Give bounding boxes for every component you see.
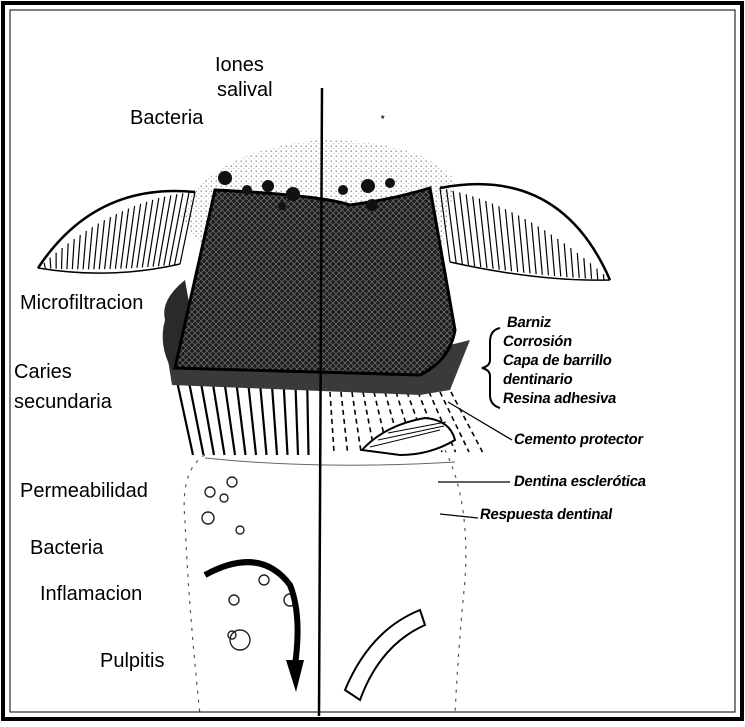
enamel-left (38, 191, 195, 273)
pulp-outline-right (445, 450, 466, 715)
label-caries: Caries (14, 362, 72, 382)
label-microfiltracion: Microfiltracion (20, 293, 143, 313)
label-barniz: Barniz (506, 315, 552, 330)
stray-mark: ٭ (380, 112, 386, 123)
leader-cemento (448, 402, 512, 440)
label-iones: Iones (215, 55, 264, 75)
label-dentinario: dentinario (502, 372, 574, 387)
label-salival: salival (217, 80, 273, 100)
enamel-right (440, 184, 610, 280)
label-bacteria-bottom: Bacteria (30, 538, 103, 558)
inflammation-arrowhead (286, 660, 304, 692)
label-respuesta: Respuesta dentinal (479, 507, 613, 522)
label-capa-barrillo: Capa de barrillo (502, 353, 613, 368)
inflammation-arrow (205, 562, 298, 665)
label-resina: Resina adhesiva (502, 391, 617, 406)
label-inflamacion: Inflamacion (40, 584, 142, 604)
restoration-filling (175, 188, 455, 375)
label-dentina: Dentina esclerótica (513, 474, 647, 489)
leader-respuesta (440, 514, 478, 518)
label-pulpitis: Pulpitis (100, 651, 164, 671)
label-corrosion: Corrosión (502, 334, 573, 349)
label-permeabilidad: Permeabilidad (20, 481, 148, 501)
pulp-canal-shape (345, 610, 425, 700)
reactive-dentin (362, 418, 455, 455)
label-cemento: Cemento protector (513, 432, 644, 447)
pulp-floor-line (205, 458, 455, 465)
layer-bracket (482, 328, 500, 408)
label-bacteria-top: Bacteria (130, 108, 203, 128)
label-secundaria: secundaria (14, 392, 112, 412)
pulp-outline (184, 455, 205, 715)
